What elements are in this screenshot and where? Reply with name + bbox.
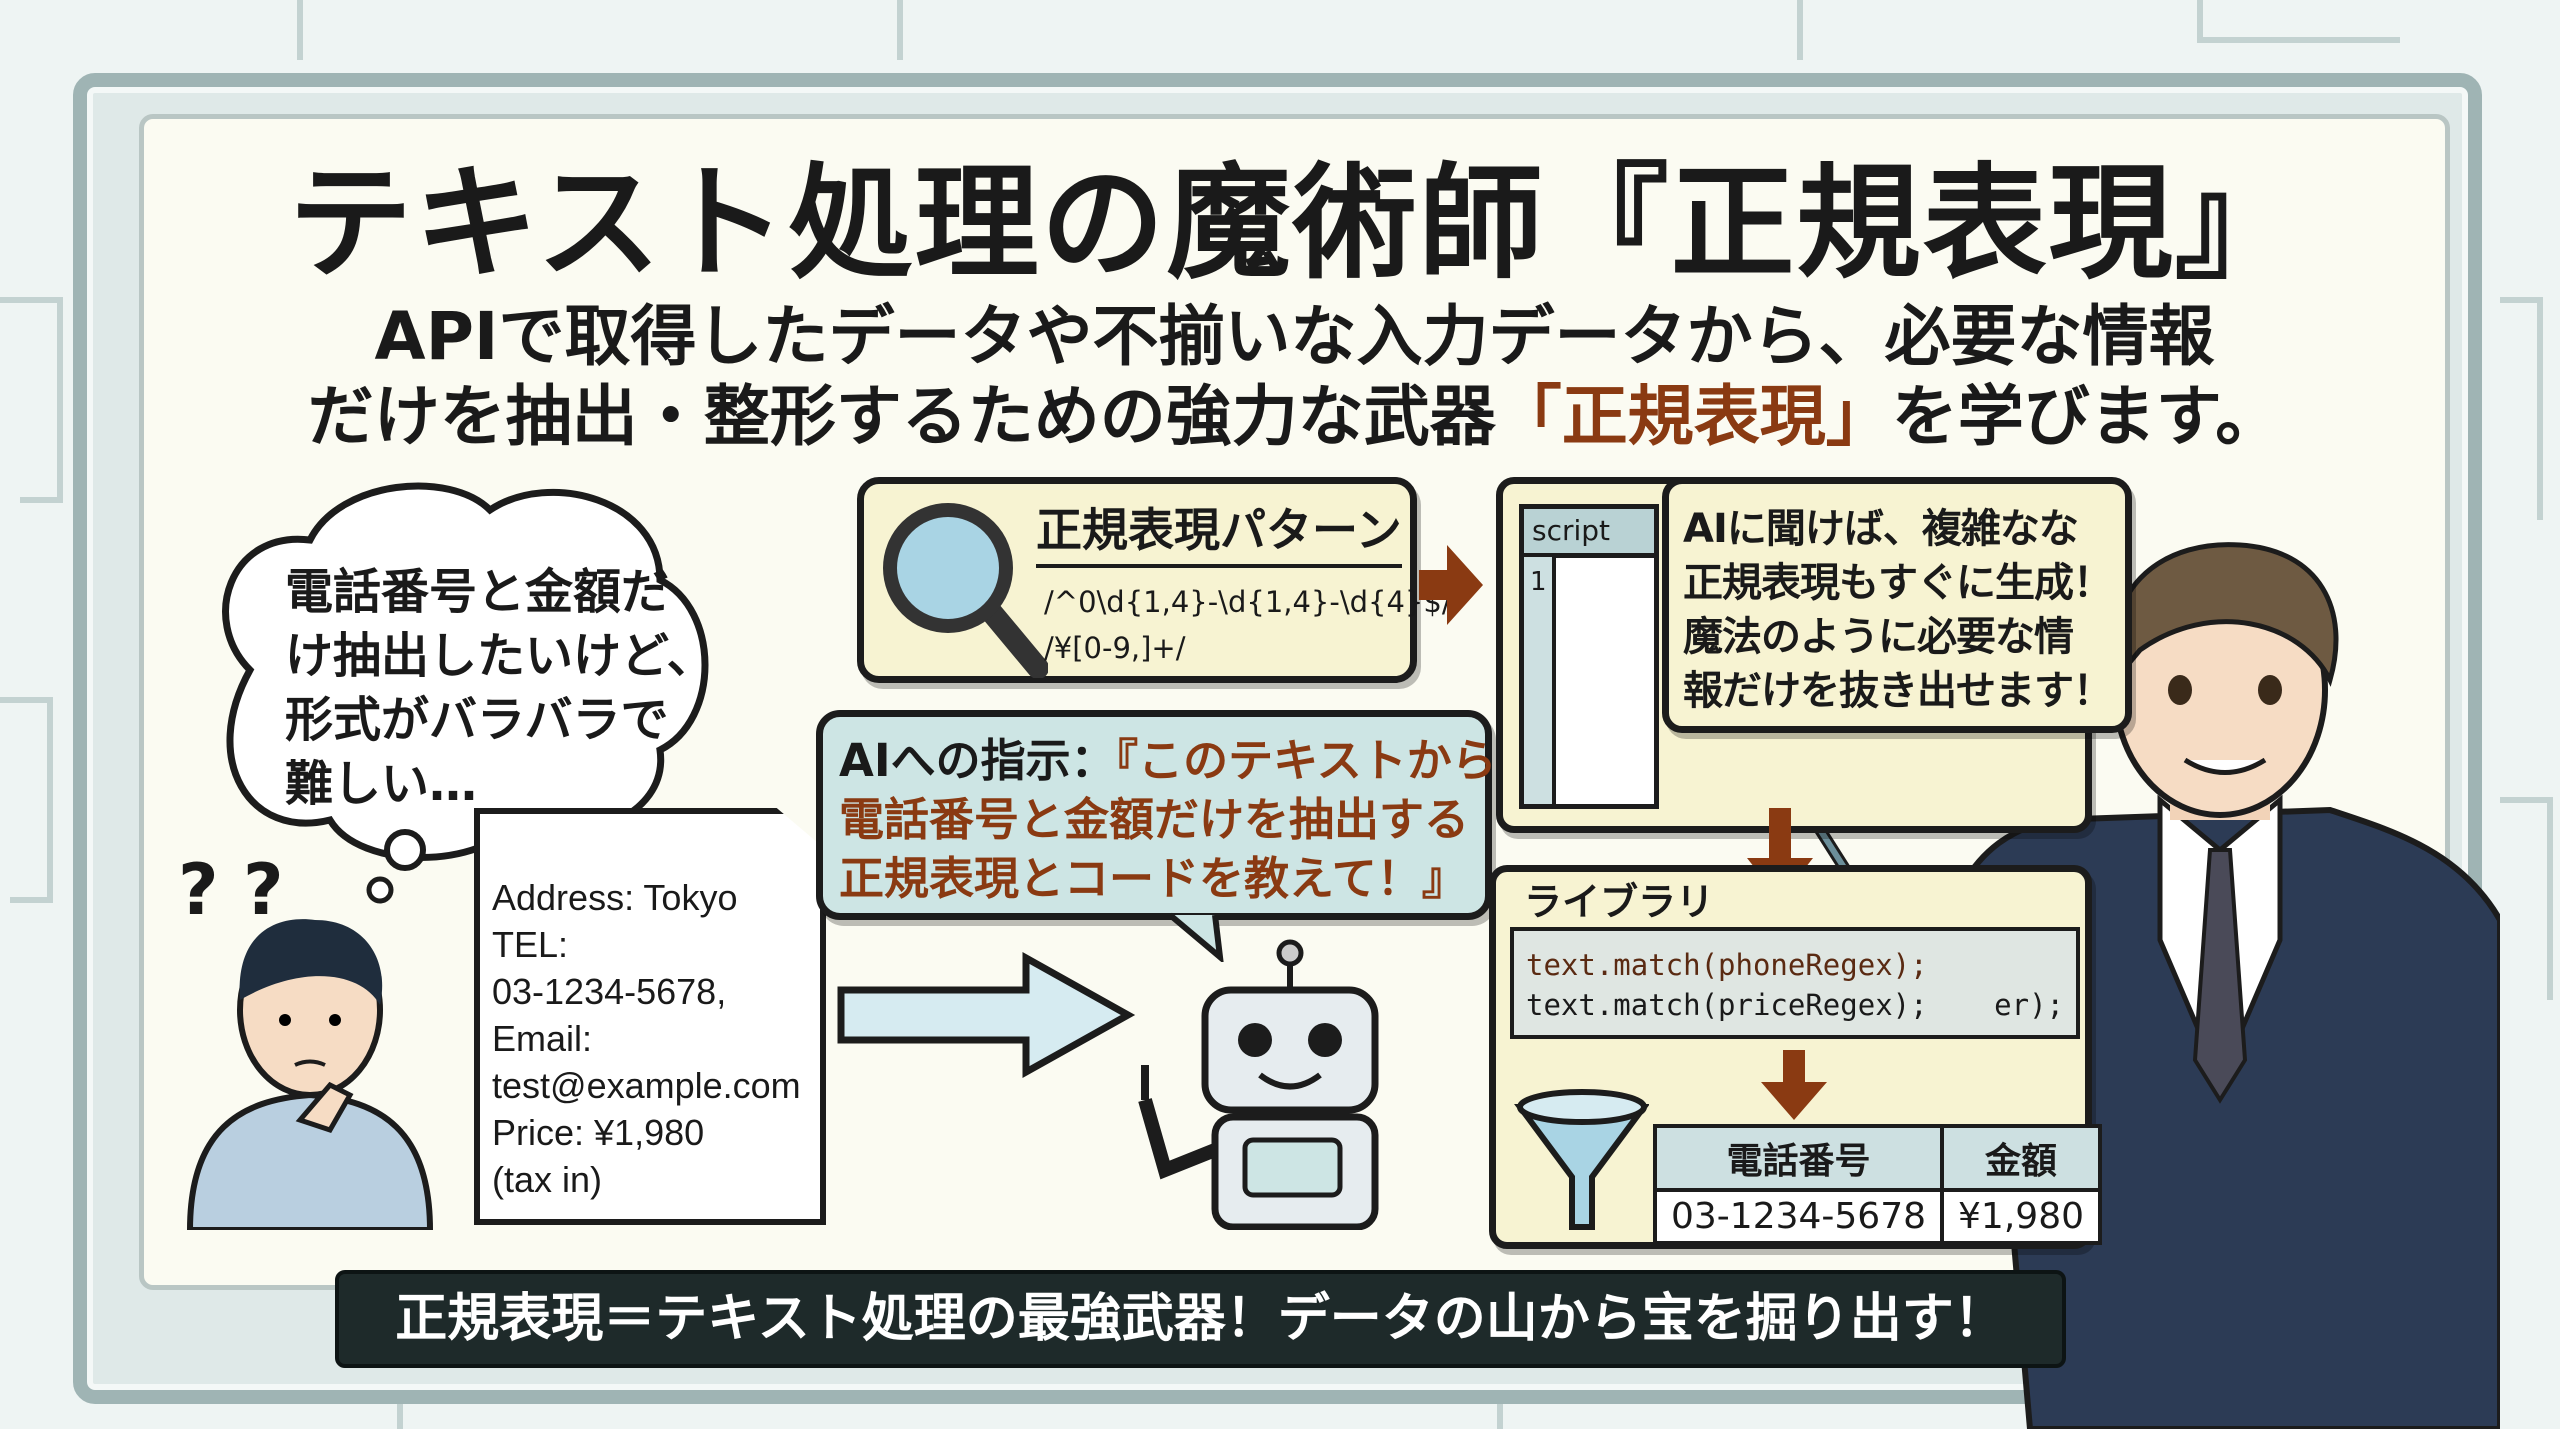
document-line: (tax in)	[492, 1159, 603, 1200]
document-line: TEL:	[492, 924, 569, 965]
code-line: text.match(phoneRegex);	[1526, 948, 1928, 982]
subtitle-text: だけを抽出・整形するための強力な武器	[307, 378, 1496, 455]
funnel-icon	[1514, 1089, 1649, 1230]
thought-text: 電話番号と金額だ け抽出したいけど、 形式がバラバラで 難しい…	[285, 560, 715, 816]
regex-pattern-box: 正規表現パターン /^0\d{1,4}-\d{1,4}-\d{4}$/ /¥[0…	[857, 477, 1452, 683]
thought-line: 難しい…	[285, 756, 478, 812]
script-tab: script	[1524, 509, 1654, 558]
result-table: 電話番号金額 03-1234-5678¥1,980	[1652, 1124, 2102, 1245]
document-line: Address: Tokyo	[492, 877, 738, 918]
ai-speech-bubble: AIに聞けば、複雑なな 正規表現もすぐに生成！ 魔法のように必要な情 報だけを抜…	[1662, 477, 2132, 733]
regex-heading: 正規表現パターン	[1036, 502, 1402, 568]
robot-illustration	[1138, 939, 1379, 1230]
code-line: text.match(priceRegex);	[1526, 988, 1928, 1022]
library-panel: ライブラリ text.match(phoneRegex); text.match…	[1489, 865, 2102, 1249]
page-title: テキスト処理の魔術師『正規表現』	[288, 152, 2301, 296]
code-tail: er);	[1994, 988, 2064, 1022]
code-box: text.match(phoneRegex); text.match(price…	[1510, 927, 2080, 1039]
ai-instruction-bubble: AIへの指示：『このテキストから 電話番号と金額だけを抽出する 正規表現とコード…	[816, 710, 1497, 920]
speech-line: 報だけを抜き出せます！	[1683, 668, 2113, 714]
confused-person-illustration	[186, 919, 434, 1230]
document-line: Price: ¥1,980	[492, 1112, 705, 1153]
right-arrow-icon	[837, 952, 1136, 1078]
document-line: 03-1234-5678,	[492, 971, 727, 1012]
speech-line: AIに聞けば、複雑なな	[1683, 506, 2079, 552]
speech-line: 魔法のように必要な情	[1683, 614, 2074, 660]
thought-line: 電話番号と金額だ	[285, 564, 670, 620]
arrow-down-icon	[1761, 1050, 1827, 1120]
subtitle-line-2: だけを抽出・整形するための強力な武器「正規表現」を学びます。	[139, 378, 2450, 456]
document-line: Email:	[492, 1018, 593, 1059]
regex-pattern: /^0\d{1,4}-\d{1,4}-\d{4}$/	[1044, 585, 1452, 619]
table-header: 金額	[1940, 1124, 2102, 1192]
speech-line: 正規表現もすぐに生成！	[1683, 560, 2113, 606]
bubble-tail	[1170, 912, 1224, 962]
library-heading: ライブラリ	[1524, 880, 1715, 924]
question-marks: ? ?	[178, 849, 284, 931]
thought-line: 形式がバラバラで	[285, 692, 669, 748]
line-number: 1	[1524, 557, 1556, 804]
subtitle-accent: 「正規表現」	[1495, 378, 1892, 455]
subtitle-text-end: を学びます。	[1891, 378, 2282, 455]
document-line: test@example.com	[492, 1065, 801, 1106]
table-cell: 03-1234-5678	[1652, 1188, 1945, 1245]
instruction-line: 電話番号と金額だけを抽出する	[839, 793, 1470, 846]
table-cell: ¥1,980	[1940, 1188, 2102, 1245]
instruction-line: 『このテキストから	[1115, 734, 1497, 787]
magnifier-icon	[883, 503, 1048, 678]
bottom-banner: 正規表現＝テキスト処理の最強武器！データの山から宝を掘り出す！	[335, 1270, 2066, 1368]
subtitle-line-1: APIで取得したデータや不揃いな入力データから、必要な情報	[374, 298, 2215, 375]
arrow-right-icon	[1419, 545, 1483, 625]
instruction-prefix: AIへの指示：	[839, 734, 1116, 787]
thought-line: け抽出したいけど、	[285, 628, 715, 684]
regex-pattern: /¥[0-9,]+/	[1044, 631, 1186, 665]
sample-text-document: Address: Tokyo TEL: 03-1234-5678, Email:…	[474, 808, 826, 1225]
table-header: 電話番号	[1652, 1124, 1945, 1192]
thought-bubble-shape	[222, 482, 709, 904]
instruction-line: 正規表現とコードを教えて！』	[839, 852, 1467, 905]
regex-patterns: /^0\d{1,4}-\d{1,4}-\d{4}$/ /¥[0-9,]+/	[1044, 579, 1452, 671]
script-editor: script 1	[1519, 504, 1659, 809]
